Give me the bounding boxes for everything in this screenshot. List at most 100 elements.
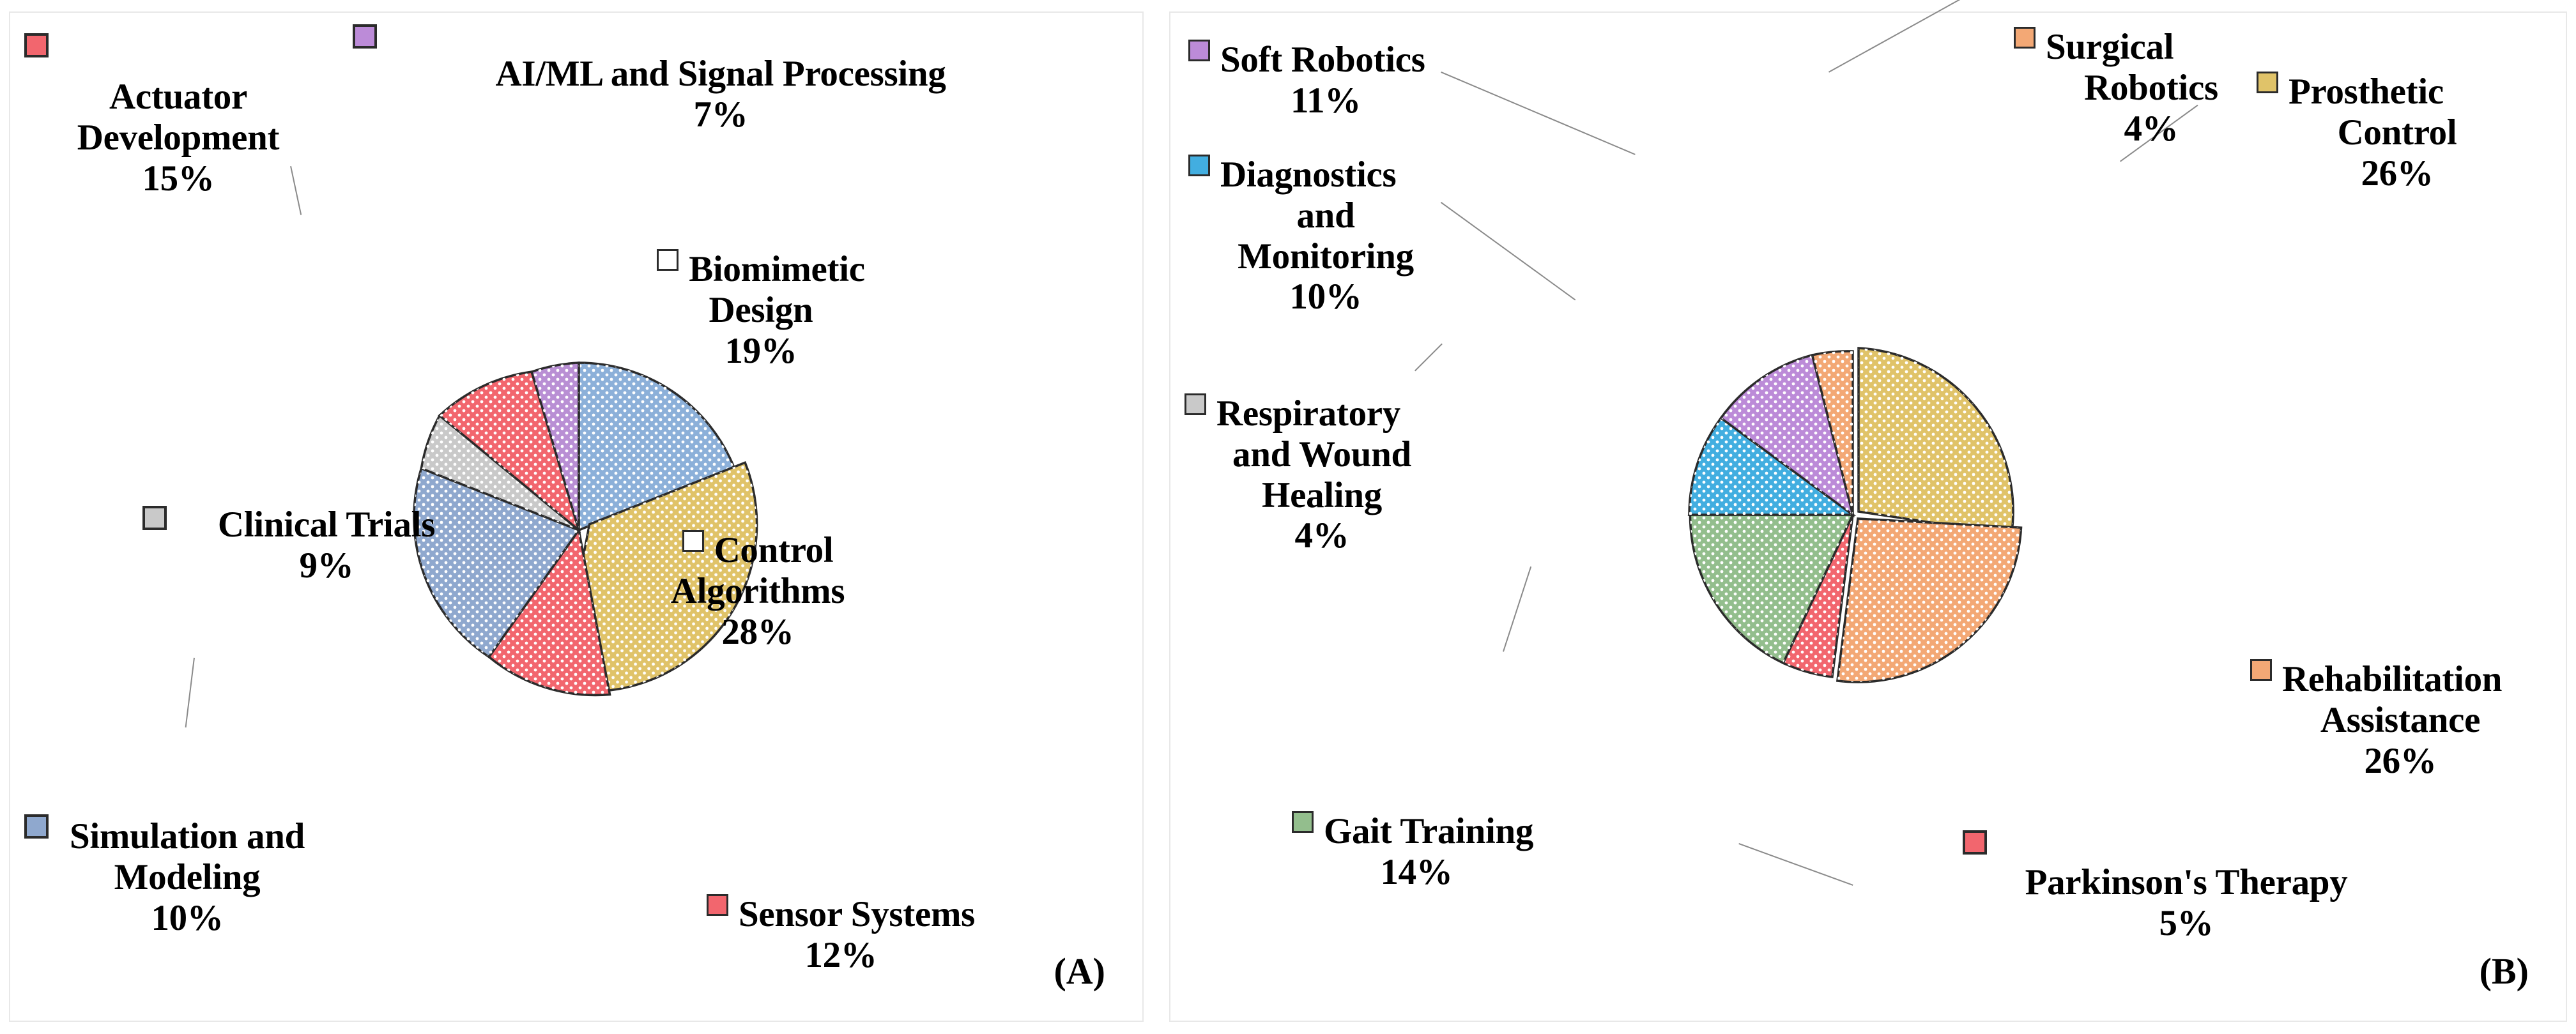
label-clinical-trials-text: Clinical Trials [217,505,436,545]
label-clinical-trials-pct: 9% [299,545,354,586]
label-diagnostics-row: Diagnostics [1188,155,1463,195]
pie-a-svg [413,361,758,697]
label-sensor-text: Sensor Systems [738,894,976,934]
label-ai-ml-text: AI/ML and Signal Processing [495,54,946,94]
leader-line-gait [1503,566,1532,652]
label-parkinsons-pct: 5% [2159,902,2214,943]
label-control-line1: Control [714,530,834,570]
slice-sensor-systems [487,527,611,697]
label-soft-robotics: Soft Robotics 11% [1188,40,1489,121]
legend-swatch-actuator-development [24,33,49,57]
label-ai-ml-pct: 7% [693,94,748,135]
legend-swatch-gait-training [1292,811,1314,833]
slice-rehabilitation-assistance [1836,517,2023,683]
label-respiratory-wound-healing: Respiratory and Wound Healing 4% [1184,393,1459,556]
label-prosthetic-row: Prosthetic [2257,72,2538,112]
legend-swatch-sensor-systems [706,894,728,916]
label-simulation-pct: 10% [151,897,224,938]
label-simulation-line2: Modeling [114,856,261,897]
legend-swatch-clinical-trials [142,506,167,530]
slice-simulation-modeling [413,467,581,658]
legend-swatch-soft-robotics [1188,40,1210,61]
legend-swatch-simulation-modeling [24,814,49,839]
label-gait-pct: 14% [1380,851,1453,892]
label-actuator-development: Actuator Development 15% [34,77,322,199]
label-diagnostics-line2: and [1296,195,1355,236]
label-respiratory-row: Respiratory [1184,393,1459,434]
leader-line-respiratory [1414,343,1443,372]
label-biomimetic-pct: 19% [724,330,797,371]
label-diagnostics-line3: Monitoring [1238,236,1414,277]
panel-b-tag: (B) [2479,950,2529,992]
label-prosthetic-line1: Prosthetic [2288,72,2444,112]
label-parkinsons-therapy: Parkinson's Therapy 5% [1995,862,2378,944]
label-surgical-line2: Robotics [2084,67,2218,108]
label-surgical-row: Surgical [2014,27,2288,68]
label-soft-robotics-row: Soft Robotics [1188,40,1489,80]
label-simulation-modeling: Simulation and Modeling 10% [24,816,350,938]
pie-chart-b [1679,332,2037,690]
label-diagnostics-line1: Diagnostics [1220,155,1397,195]
label-rehabilitation-assistance: Rehabilitation Assistance 26% [2250,659,2550,781]
label-soft-robotics-pct: 11% [1291,80,1361,121]
slice-ai-ml-signal-processing [530,361,580,531]
label-biomimetic-line1: Biomimetic [689,249,865,289]
label-diagnostics-monitoring: Diagnostics and Monitoring 10% [1188,155,1463,317]
label-actuator-line2: Development [77,117,280,158]
label-gait-text: Gait Training [1324,811,1534,851]
label-control-row: Control [608,530,908,571]
label-gait-training: Gait Training 14% [1292,811,1567,893]
leader-line-parkinsons [1738,843,1853,886]
label-actuator-pct: 15% [142,158,215,199]
label-diagnostics-pct: 10% [1289,277,1362,317]
slice-control-algorithms [556,461,758,693]
pie-chart-a [403,350,761,708]
label-control-algorithms: Control Algorithms 28% [608,530,908,652]
panel-a: AI/ML and Signal Processing 7% Actuator … [9,11,1144,1022]
label-respiratory-line1: Respiratory [1216,393,1400,434]
legend-swatch-prosthetic-control [2257,72,2278,93]
label-rehab-line2: Assistance [2320,699,2481,740]
label-biomimetic-row: Biomimetic [611,249,911,290]
legend-swatch-parkinsons-therapy [1963,830,1987,855]
label-clinical-trials: Clinical Trials 9% [180,505,473,586]
panel-a-tag: (A) [1054,950,1105,992]
label-respiratory-pct: 4% [1294,515,1349,556]
legend-swatch-diagnostics-monitoring [1188,155,1210,176]
slice-biomimetic-design [578,361,736,532]
legend-swatch-rehabilitation-assistance [2250,659,2272,681]
label-prosthetic-control: Prosthetic Control 26% [2257,72,2538,194]
label-ai-ml-signal-processing: AI/ML and Signal Processing 7% [440,54,1002,135]
label-surgical-pct: 4% [2124,108,2179,149]
label-rehab-line1: Rehabilitation [2282,659,2503,699]
slice-diagnostics-monitoring [1688,416,1857,516]
pie-b-svg [1687,347,2023,683]
legend-swatch-respiratory-wound-healing [1184,393,1206,415]
slice-actuator-development [438,370,581,533]
label-sensor-pct: 12% [804,934,877,975]
label-biomimetic-line2: Design [709,289,813,330]
label-control-pct: 28% [721,611,794,652]
legend-swatch-surgical-robotics [2014,27,2035,49]
slice-prosthetic-control [1857,347,2014,536]
label-control-line2: Algorithms [670,570,845,611]
label-rehab-row: Rehabilitation [2250,659,2550,700]
legend-swatch-ai-ml [353,24,377,49]
label-gait-row: Gait Training [1292,811,1567,852]
legend-swatch-control-algorithms [682,530,704,552]
label-soft-robotics-text: Soft Robotics [1220,40,1425,80]
label-parkinsons-text: Parkinson's Therapy [2025,862,2348,902]
legend-swatch-biomimetic-design [657,249,679,271]
label-simulation-line1: Simulation and [69,816,305,856]
slice-soft-robotics [1719,353,1855,518]
leader-line-surgical [1828,0,1986,73]
label-prosthetic-pct: 26% [2361,153,2434,194]
label-biomimetic-design: Biomimetic Design 19% [611,249,911,371]
panel-b: Soft Robotics 11% Diagnostics and Monito… [1169,0,2567,1022]
slice-parkinsons-therapy [1781,514,1854,678]
label-respiratory-line2: and Wound [1232,434,1411,475]
label-actuator-line1: Actuator [109,77,248,117]
label-respiratory-line3: Healing [1262,475,1382,515]
label-sensor-systems: Sensor Systems 12% [611,894,1071,976]
